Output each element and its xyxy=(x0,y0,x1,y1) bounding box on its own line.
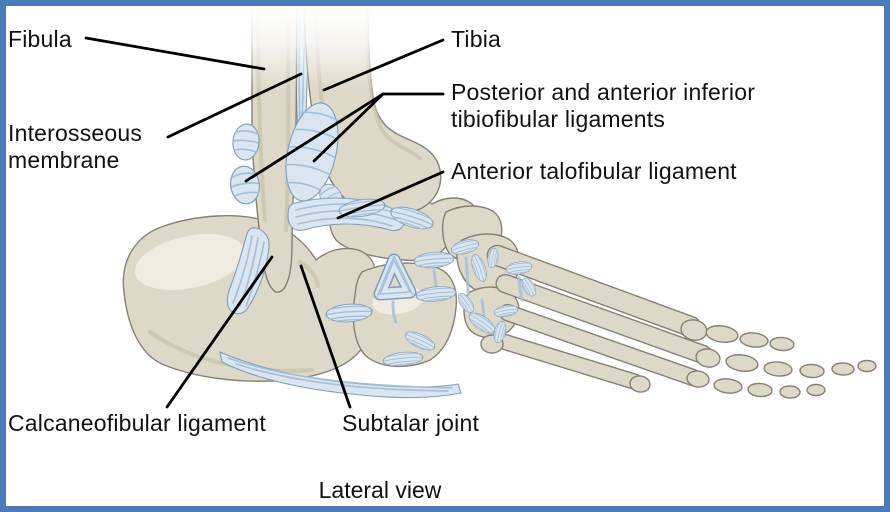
label-subtalar-joint: Subtalar joint xyxy=(342,410,480,436)
leader-fibula xyxy=(84,36,266,71)
leader-interosseous-membrane xyxy=(166,72,303,139)
leader-anterior-tibiofibular xyxy=(244,92,385,183)
leader-tibia xyxy=(322,38,445,92)
label-interosseous-membrane: Interosseous membrane xyxy=(8,120,143,174)
phalanx-bones xyxy=(705,325,877,399)
label-anterior-talofibular-ligament: Anterior talofibular ligament xyxy=(451,158,737,184)
tarsal-ligament-tufts xyxy=(324,195,540,369)
plantar-ligament xyxy=(219,351,462,399)
leader-subtalar-joint xyxy=(299,264,352,409)
label-tibia: Tibia xyxy=(451,26,501,52)
label-tibiofibular-ligaments: Posterior and anterior inferior tibiofib… xyxy=(451,79,756,133)
label-calcaneofibular-ligament: Calcaneofibular ligament xyxy=(8,410,266,436)
leader-lines xyxy=(84,36,445,409)
leader-calcaneofibular xyxy=(165,255,274,409)
label-fibula: Fibula xyxy=(8,26,72,52)
posterior-inferior-tibiofibular-ligament xyxy=(284,102,341,202)
calcaneofibular-ligament-band xyxy=(226,227,270,315)
bifurcate-ligament-triangle xyxy=(373,253,417,301)
figure-caption: Lateral view xyxy=(318,477,442,503)
leader-posterior-tibiofibular xyxy=(312,92,385,163)
leader-anterior-talofibular xyxy=(336,170,445,220)
